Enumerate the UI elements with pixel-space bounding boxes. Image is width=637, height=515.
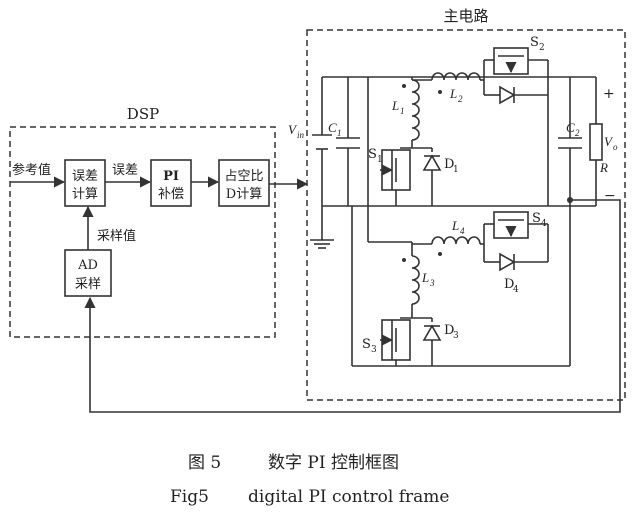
error-label: 误差 (112, 163, 138, 178)
d4-label: D (504, 277, 514, 292)
s1-label-sub: 1 (377, 155, 383, 165)
s3-label: S (362, 337, 371, 352)
dsp-title: DSP (127, 105, 159, 123)
s4-mosfet-body (493, 211, 529, 239)
ad-line1: AD (77, 258, 98, 273)
s2-label: S (530, 35, 539, 50)
l3-inductor (411, 255, 420, 305)
c2-label-sub: 2 (575, 128, 580, 138)
s1-label: S (368, 147, 377, 162)
main-circuit-frame (306, 29, 626, 401)
ref-value-label: 参考值 (12, 162, 51, 178)
vo-label: V (604, 134, 614, 149)
l3-dot (402, 258, 406, 262)
l3-label-sub: 3 (429, 278, 435, 288)
d1-label: D (444, 157, 454, 172)
pi-compensator-block (150, 159, 192, 207)
c1-label-sub: 1 (337, 128, 342, 138)
l4-label: L (451, 218, 459, 233)
plus-label: + (603, 86, 615, 102)
duty-line1: 占空比 (224, 169, 263, 184)
dsp-frame (9, 126, 276, 338)
main-circuit-title: 主电路 (443, 7, 488, 25)
l2-label-sub: 2 (458, 94, 463, 104)
caption-cn-figure: 图 5 (188, 453, 221, 473)
vin-label: V (288, 122, 298, 137)
pi-line1: PI (163, 169, 179, 184)
pi-line2: 补偿 (158, 187, 184, 202)
l3-label: L (421, 270, 429, 285)
l4-dot (438, 252, 442, 256)
feedback-wire (84, 199, 621, 413)
d2-diode (499, 85, 516, 105)
vo-label-sub: o (613, 142, 618, 152)
load-resistor (589, 123, 603, 161)
duty-calc-block (218, 159, 270, 207)
s2-mosfet-body (493, 47, 529, 75)
s2-label-sub: 2 (539, 43, 545, 53)
duty-line2: D计算 (226, 187, 262, 202)
s3-label-sub: 3 (371, 345, 377, 355)
d3-label: D (444, 323, 454, 338)
l4-inductor (431, 236, 481, 245)
l2-label: L (449, 86, 457, 101)
d3-label-sub: 3 (453, 331, 459, 341)
c1-label: C (328, 120, 337, 135)
d3-diode (422, 324, 442, 341)
d4-diode (499, 252, 516, 272)
d1-diode (422, 154, 442, 171)
caption-en-text: digital PI control frame (248, 487, 449, 507)
l4-label-sub: 4 (460, 226, 465, 236)
error-calc-line1: 误差 (72, 169, 98, 184)
l1-inductor (411, 79, 420, 141)
caption-en-figure: Fig5 (170, 487, 209, 507)
r-label: R (599, 160, 608, 175)
d4-label-sub: 4 (513, 285, 519, 295)
error-calc-line2: 计算 (72, 187, 98, 202)
output-node (567, 197, 573, 203)
l1-label: L (391, 98, 399, 113)
d1-label-sub: 1 (453, 165, 459, 175)
sample-value-label: 采样值 (97, 228, 136, 244)
ad-sampling-block (64, 249, 112, 297)
minus-label: − (604, 188, 616, 204)
l2-dot (438, 90, 442, 94)
caption-cn-text: 数字 PI 控制框图 (268, 453, 399, 473)
vin-label-sub: in (297, 130, 305, 140)
l1-dot (402, 84, 406, 88)
ad-line2: 采样 (75, 277, 101, 292)
s4-label: S (532, 211, 541, 226)
l1-label-sub: 1 (400, 106, 405, 116)
s4-label-sub: 4 (541, 219, 547, 229)
l2-inductor (431, 72, 481, 81)
c2-label: C (566, 120, 575, 135)
